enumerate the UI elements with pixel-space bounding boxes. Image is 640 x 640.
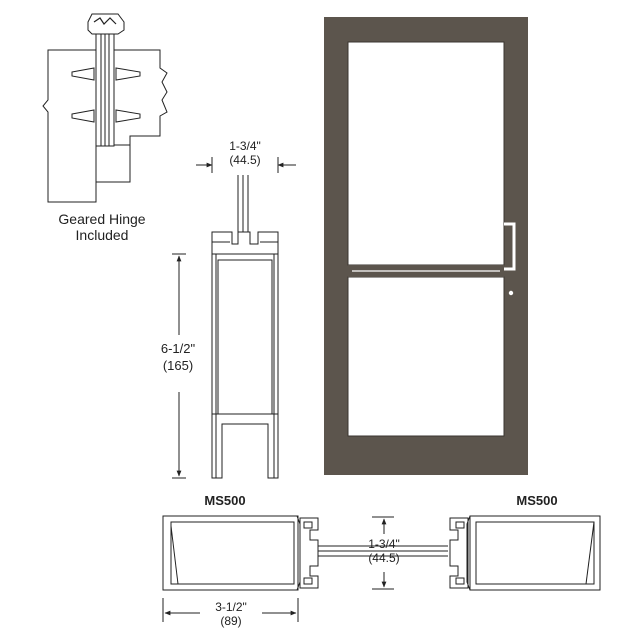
- right-section-outline: [470, 516, 600, 590]
- geared-hinge-detail: [43, 14, 167, 202]
- stile-tube: [212, 254, 278, 414]
- hinge-screw-top: [72, 68, 94, 80]
- hinge-caption: Geared Hinge Included: [52, 211, 152, 243]
- door-glass-top: [348, 42, 504, 265]
- center-dim-metric: (44.5): [368, 551, 400, 565]
- hinge-screw-bottom: [72, 110, 94, 122]
- center-dim: [372, 517, 394, 589]
- left-width-imperial: 3-1/2": [215, 600, 247, 614]
- left-glazing-channel: [300, 518, 318, 588]
- right-section-title: MS500: [516, 493, 558, 508]
- stile-height-imperial: 6-1/2": [160, 341, 196, 356]
- left-ms500-section: [163, 516, 448, 622]
- door-pull-handle: [504, 224, 514, 269]
- right-glazing-channel: [450, 518, 468, 588]
- stile-legs: [212, 414, 278, 478]
- stile-height-label: 6-1/2" (165): [148, 340, 208, 374]
- stile-width-label: 1-3/4" (44.5): [215, 139, 275, 167]
- hinge-knuckle-cap: [88, 14, 124, 34]
- right-ms500-section: [450, 516, 600, 590]
- stile-height-metric: (165): [162, 358, 194, 373]
- left-width-metric: (89): [220, 614, 242, 628]
- door-lock-cylinder: [508, 290, 514, 296]
- hinge-caption-line1: Geared Hinge: [58, 211, 146, 227]
- stile-width-metric: (44.5): [229, 153, 261, 167]
- hinge-wall-outline: [43, 50, 167, 202]
- left-section-outline: [163, 516, 298, 590]
- door-elevation: [324, 17, 528, 475]
- stile-section: [172, 157, 296, 478]
- door-glass-bottom: [348, 277, 504, 436]
- hinge-caption-line2: Included: [75, 227, 129, 243]
- hinge-door-leaf: [96, 145, 130, 182]
- center-dim-imperial: 1-3/4": [368, 537, 400, 551]
- left-section-title: MS500: [204, 493, 246, 508]
- center-dim-label: 1-3/4" (44.5): [360, 537, 408, 565]
- stile-width-imperial: 1-3/4": [229, 139, 261, 153]
- stile-glazing-head: [212, 232, 278, 254]
- left-width-label: 3-1/2" (89): [201, 600, 261, 628]
